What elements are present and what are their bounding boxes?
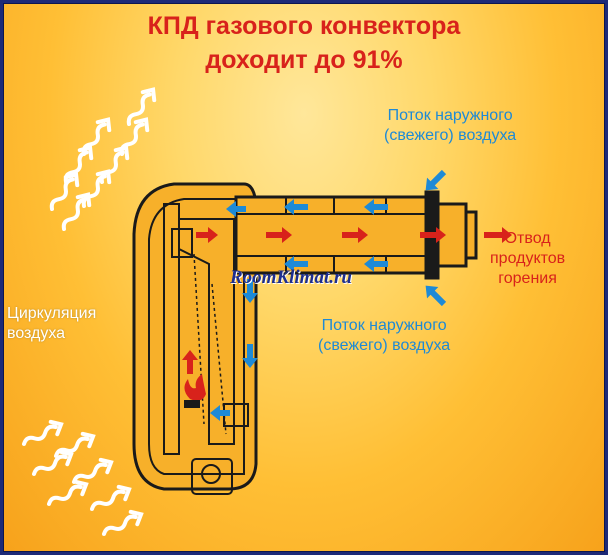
exhaust-line3: горения <box>498 270 557 287</box>
warm-air-arrows-lower <box>22 419 144 536</box>
exhaust-label: Отвод продуктов горения <box>490 229 565 289</box>
flame-icon <box>184 374 206 408</box>
exhaust-line1: Отвод <box>504 230 551 247</box>
diagram-title-line1: КПД газового конвектора <box>147 12 461 40</box>
fresh-air-label-bottom: Поток наружного (свежего) воздуха <box>318 316 450 356</box>
diagram-title-line2: доходит до 91% <box>205 46 403 74</box>
circulation-line2: воздуха <box>7 325 66 342</box>
convector-diagram <box>22 87 512 536</box>
fresh-air-label-top: Поток наружного (свежего) воздуха <box>384 106 516 146</box>
fresh-air-arrows <box>210 169 447 421</box>
exhaust-line2: продуктов <box>490 250 566 267</box>
warm-air-arrows-upper <box>49 87 157 231</box>
fresh-air-bottom-line1: Поток наружного <box>321 317 447 334</box>
fresh-air-bottom-line2: (свежего) воздуха <box>318 337 451 354</box>
fresh-air-top-line1: Поток наружного <box>387 107 513 124</box>
fresh-air-top-line2: (свежего) воздуха <box>384 127 517 144</box>
diagram-frame: КПД газового конвектора доходит до 91% <box>3 3 605 552</box>
exhaust-arrows <box>182 227 512 374</box>
watermark: RoomKlimat.ru <box>230 267 352 288</box>
circulation-label: Циркуляция воздуха <box>7 304 96 344</box>
circulation-line1: Циркуляция <box>7 305 97 322</box>
